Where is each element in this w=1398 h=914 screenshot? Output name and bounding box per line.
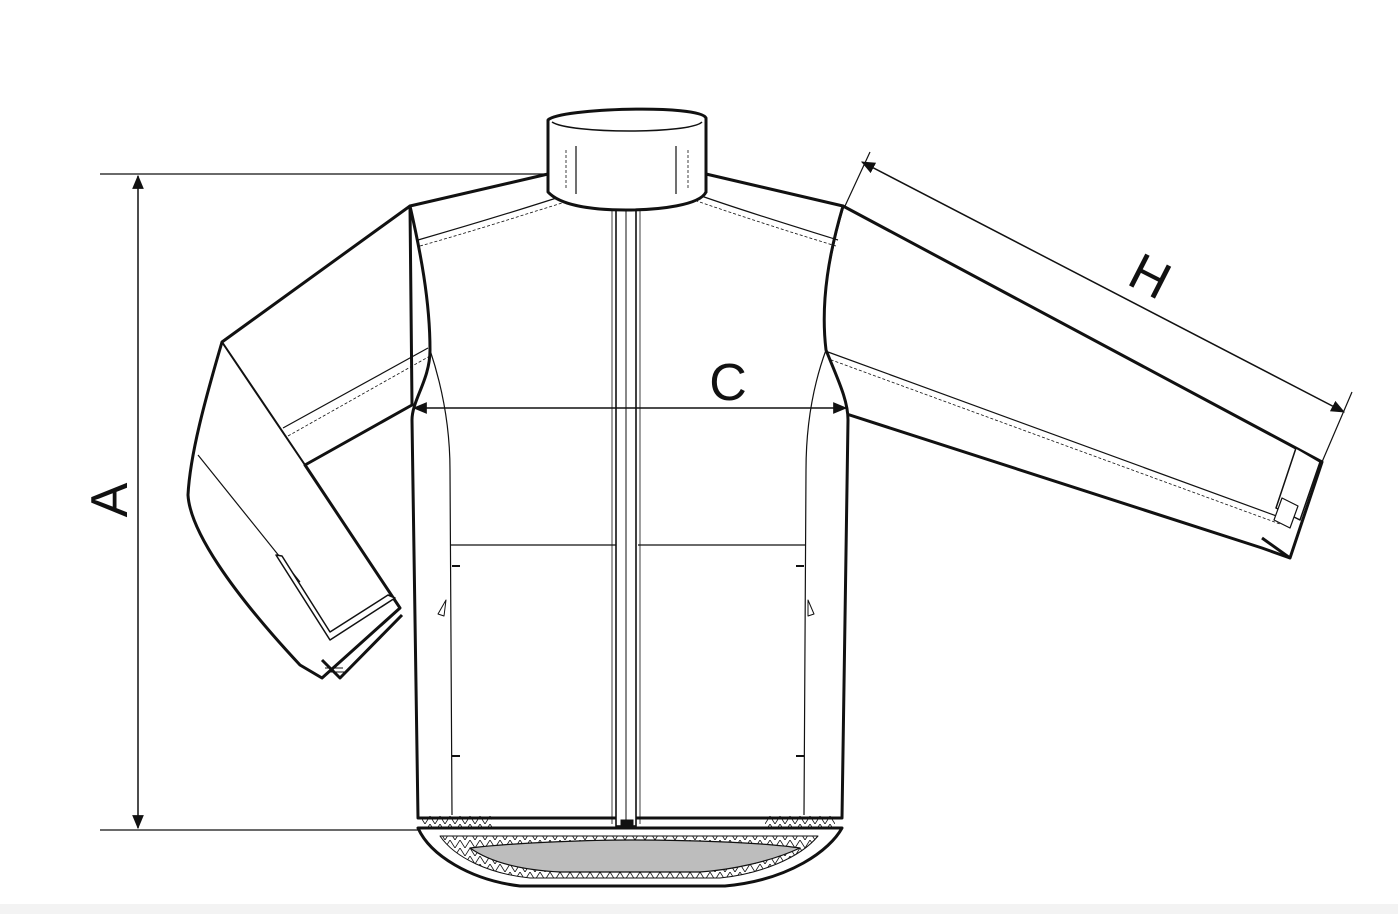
left-sleeve [186, 204, 431, 680]
right-sleeve [820, 204, 1324, 560]
front-zipper [611, 147, 641, 831]
label-c: C [709, 354, 747, 412]
page-bottom-edge [0, 904, 1398, 914]
dimension-h [844, 151, 1353, 463]
hem-band [416, 816, 844, 888]
dimension-a [100, 173, 548, 831]
collar [546, 107, 708, 212]
label-a: A [81, 482, 139, 517]
